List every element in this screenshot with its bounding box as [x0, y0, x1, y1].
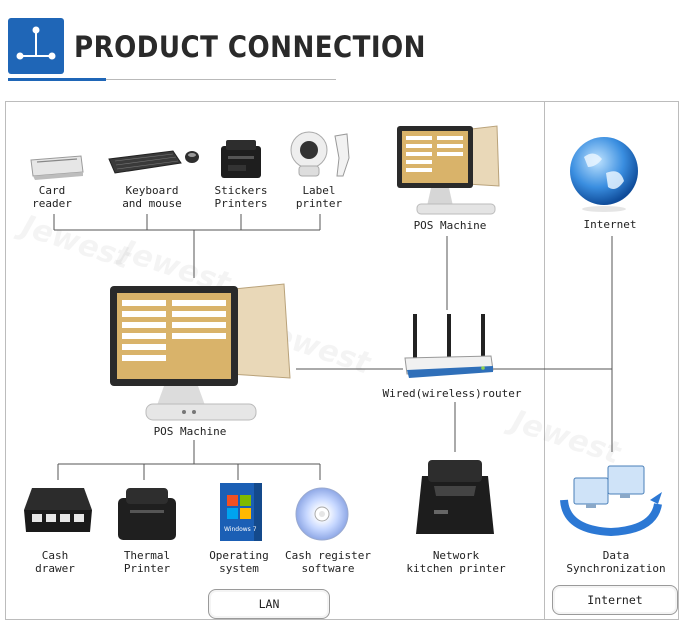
network-printer-label: Network kitchen printer [406, 549, 506, 575]
connection-logo-icon [8, 18, 64, 74]
internet-label: Internet [583, 218, 637, 231]
windows-box-icon: Windows 7 [218, 481, 264, 547]
router-icon [403, 312, 495, 384]
network-printer-icon [412, 456, 498, 544]
card-reader-icon [27, 150, 85, 184]
cash-drawer-label: Cash drawer [35, 549, 75, 575]
title-underline-accent [8, 78, 106, 81]
keyboard-mouse-label: Keyboard and mouse [122, 184, 182, 210]
sticker-printer-icon [218, 138, 264, 184]
cash-register-software-label: Cash register software [284, 549, 372, 575]
data-sync-label: Data Synchronization [566, 549, 666, 575]
pos-terminal-icon [393, 122, 503, 222]
thermal-printer-label: Thermal Printer [123, 549, 171, 575]
lan-zone-label: LAN [208, 589, 330, 619]
cash-drawer-icon [22, 484, 94, 546]
lan-internet-divider [544, 101, 545, 620]
data-sync-icon [556, 460, 666, 544]
thermal-printer-icon [116, 486, 178, 546]
globe-icon [566, 133, 642, 217]
keyboard-mouse-icon [107, 145, 201, 181]
pos-terminal-main-icon [106, 280, 298, 432]
diagram-frame [5, 101, 679, 620]
title-underline [106, 79, 336, 80]
windows-box-text: Windows 7 [224, 526, 257, 533]
stickers-printers-label: Stickers Printers [214, 184, 268, 210]
card-reader-label: Card reader [32, 184, 72, 210]
barcode-scanner-icon [287, 128, 357, 184]
page-title: PRODUCT CONNECTION [74, 30, 426, 64]
pos-machine-main-label: POS Machine [153, 425, 227, 438]
pos-machine-top-label: POS Machine [413, 219, 487, 232]
router-label: Wired(wireless)router [382, 387, 522, 400]
internet-zone-label: Internet [552, 585, 678, 615]
label-printer-label: Label printer [295, 184, 343, 210]
operating-system-label: Operating system [209, 549, 269, 575]
cd-disc-icon [294, 486, 350, 546]
